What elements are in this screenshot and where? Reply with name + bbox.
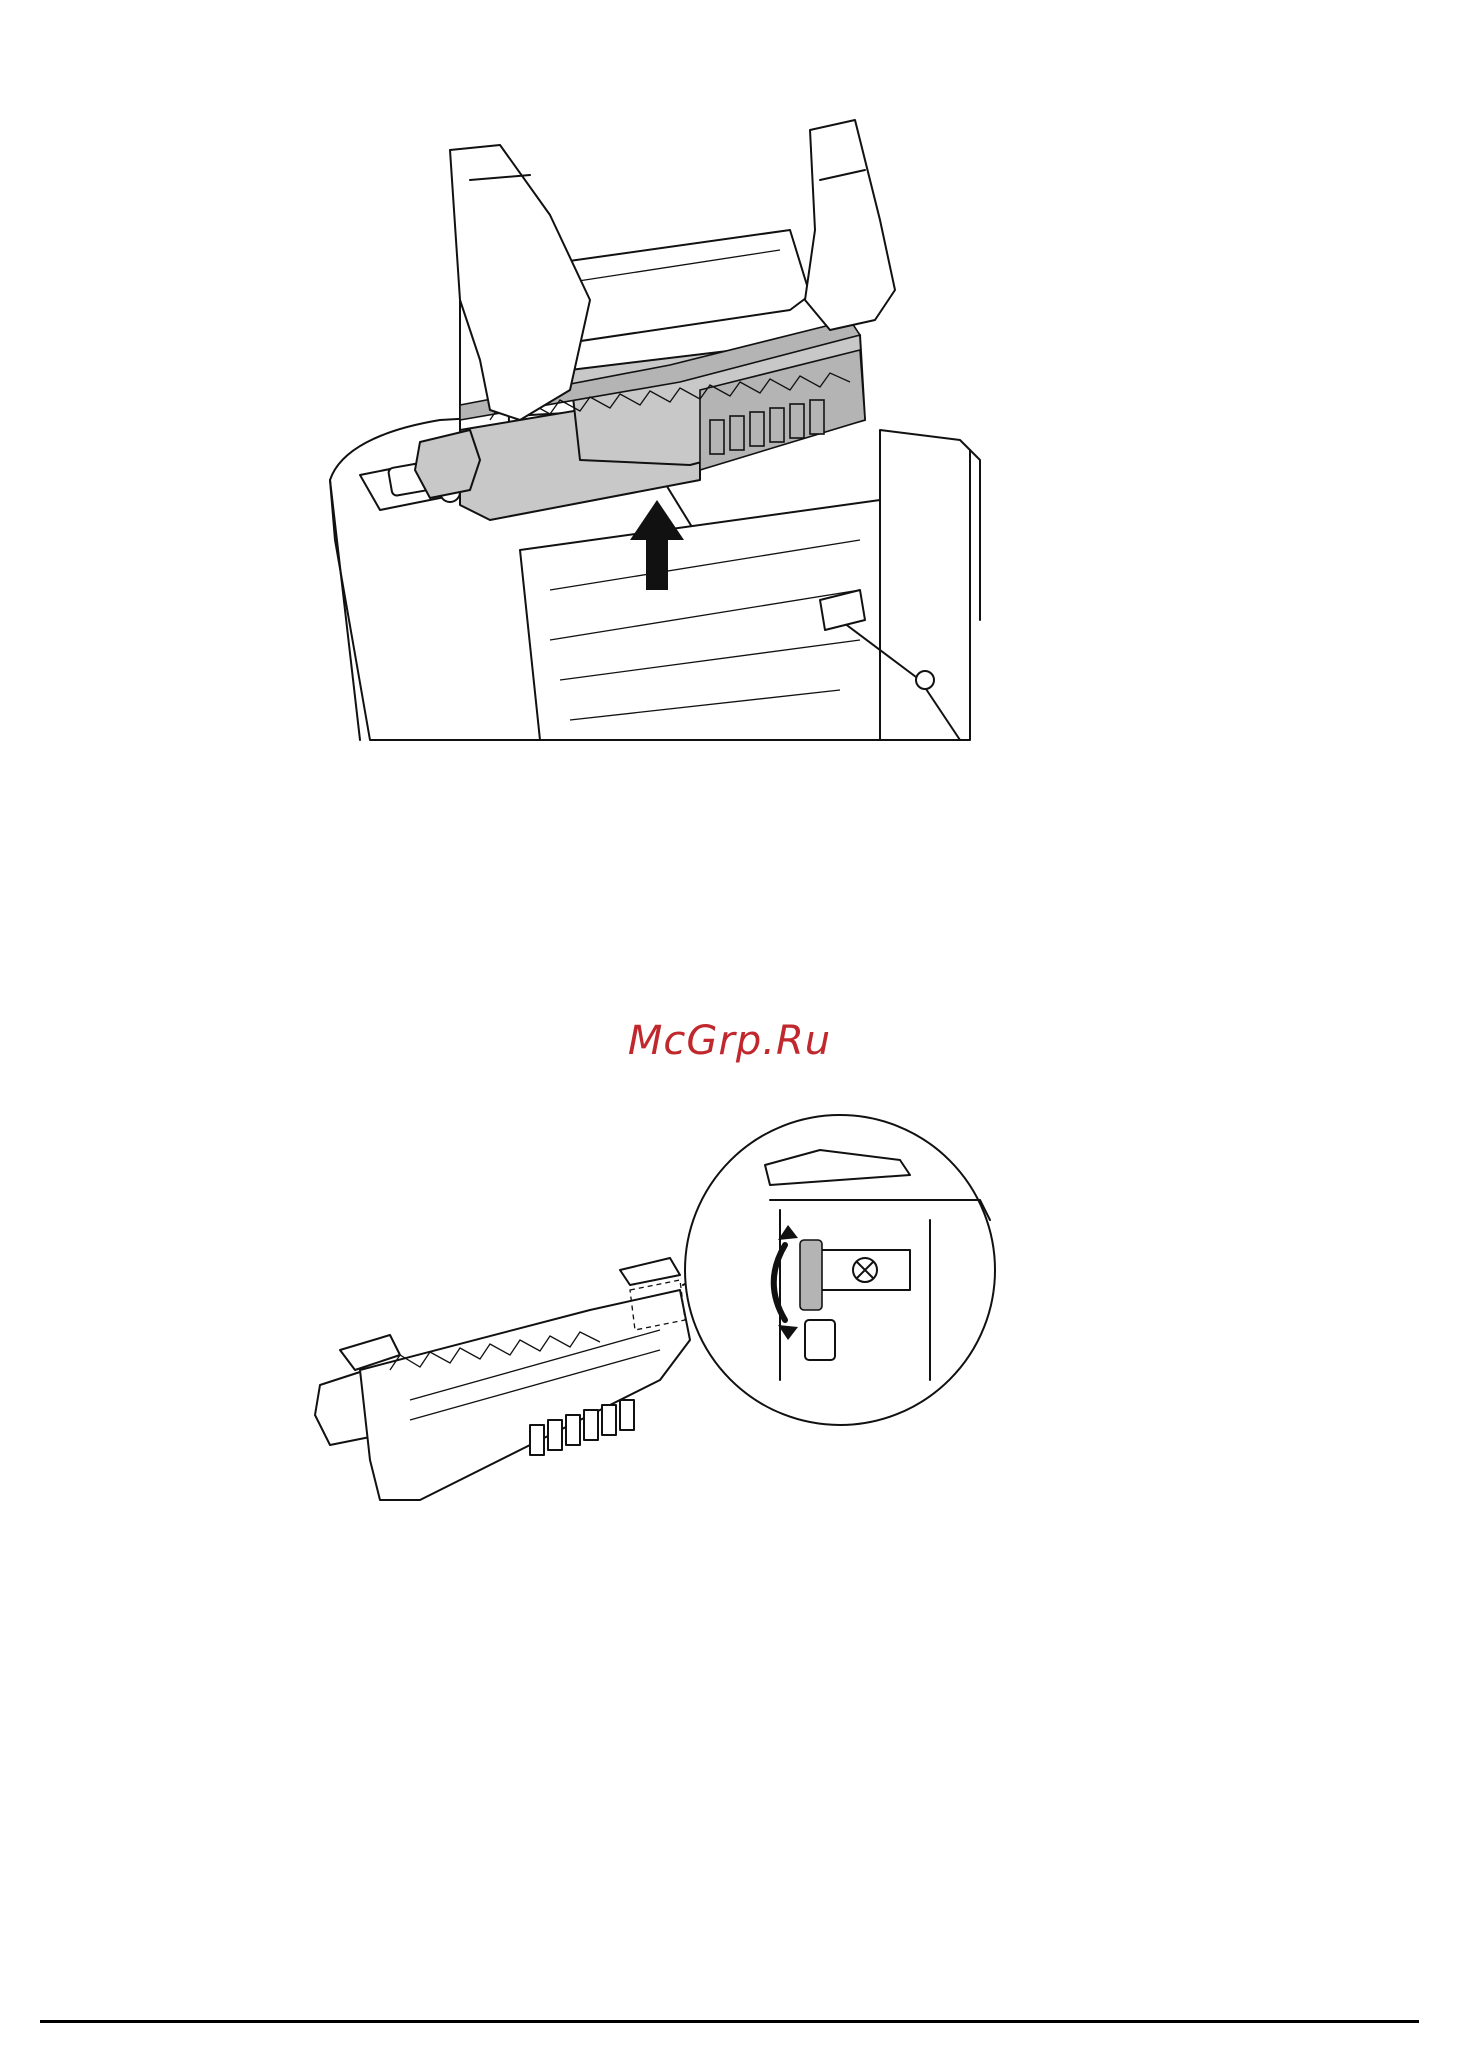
- fuser-removal-figure: [320, 120, 1000, 740]
- fuser-lever-figure: [300, 1080, 1020, 1540]
- fuser-unit-standalone: [315, 1258, 730, 1500]
- fuser-lever-detail-illustration: [300, 1080, 1020, 1540]
- fuser-removal-illustration: [320, 120, 1000, 740]
- watermark: McGrp.Ru: [0, 1018, 1459, 1064]
- magnified-detail: [685, 1115, 995, 1425]
- footer-rule: [40, 2020, 1419, 2023]
